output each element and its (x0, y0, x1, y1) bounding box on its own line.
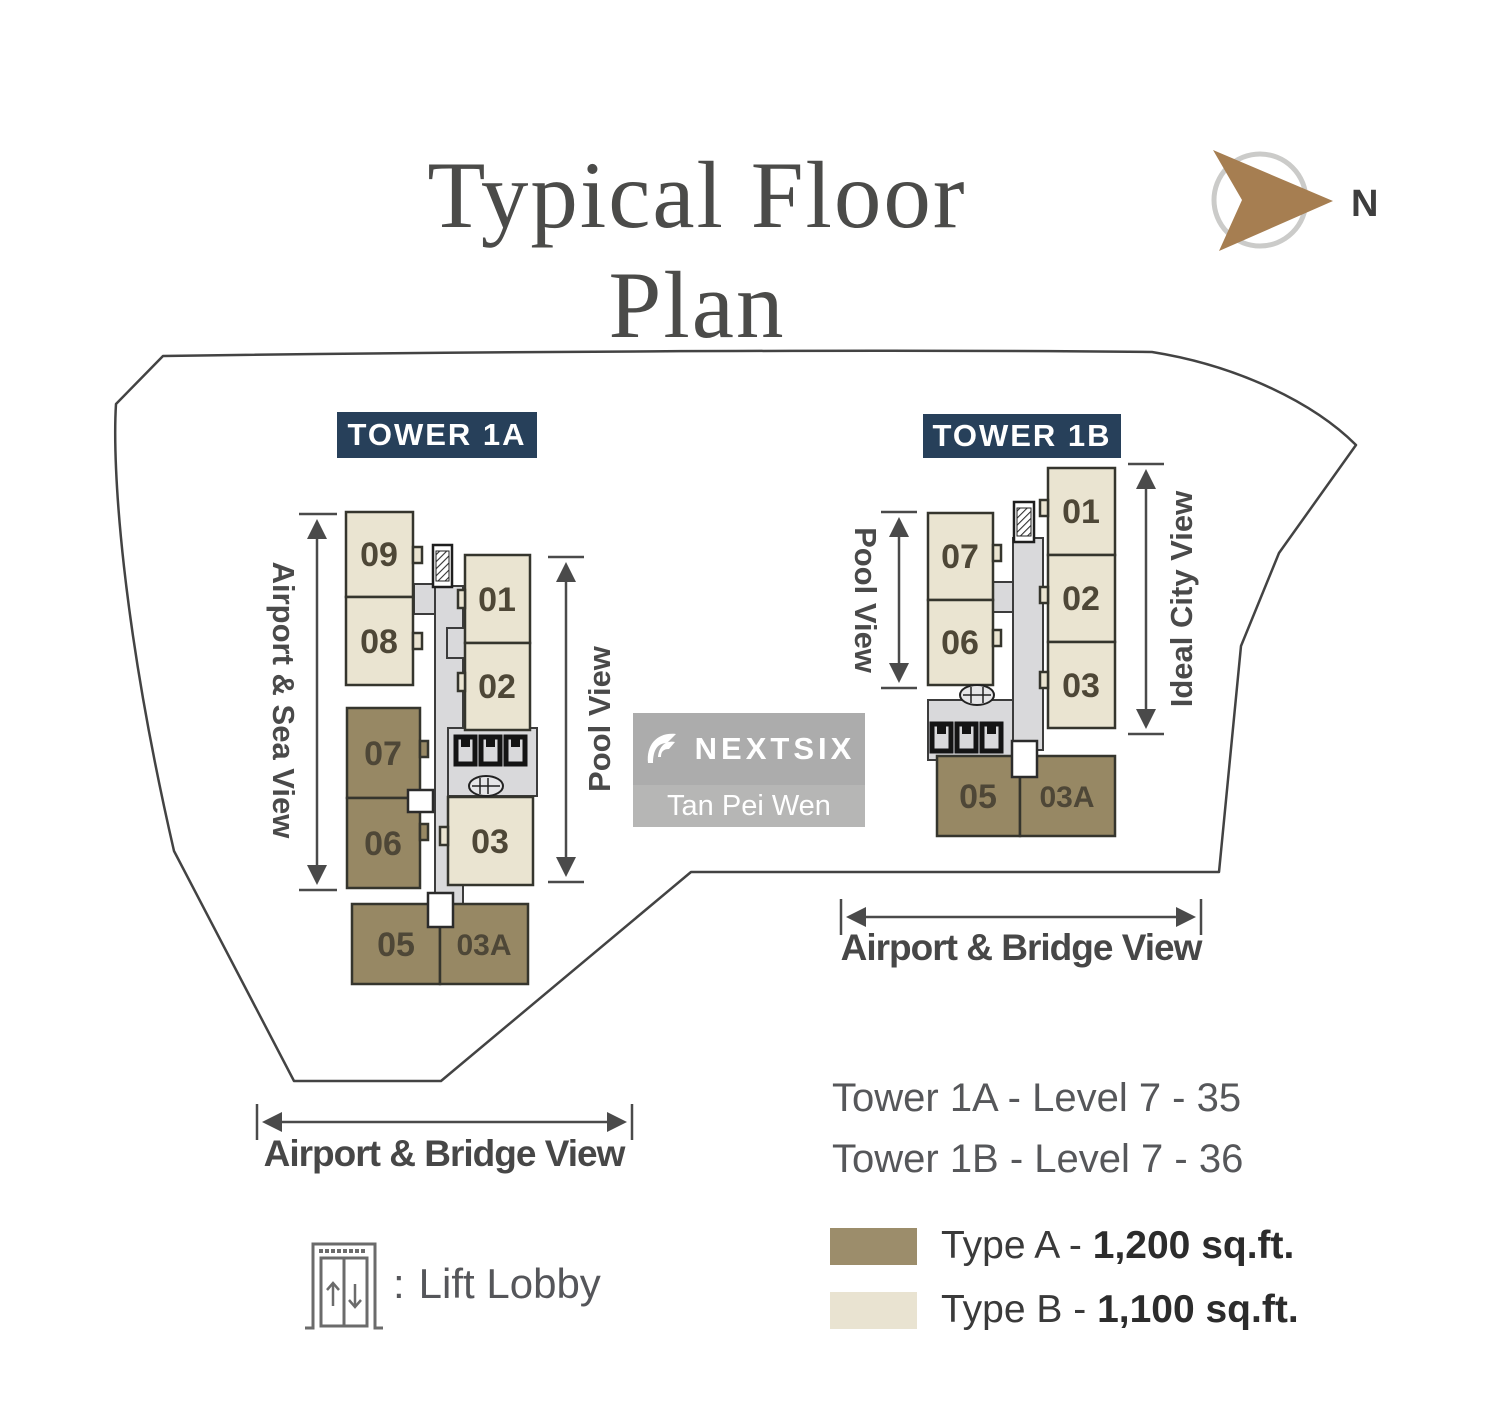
unit-1b-07-tab (991, 543, 1003, 563)
site-boundary (113, 349, 1358, 1083)
unit-1a-03a (438, 902, 530, 986)
nextsix-logo-icon (647, 733, 676, 763)
watermark-brand: NEXTSIX (694, 731, 856, 766)
north-label: N (1351, 183, 1378, 225)
unit-1a-07-tab (418, 739, 430, 759)
view-label-airport-bridge-1a: Airport & Bridge View (264, 1133, 626, 1174)
view-label-pool-1b: Pool View (848, 527, 883, 674)
unit-1b-03-tab (1038, 670, 1050, 690)
tower-1b-plan: 07 06 01 02 03 05 03A TOWER 1B (923, 414, 1121, 838)
unit-1b-02-tab (1038, 585, 1050, 605)
page-title: Typical Floor Plan (427, 142, 967, 358)
lift-lobby-legend: : Lift Lobby (303, 1236, 601, 1332)
unit-1a-01-tab (456, 588, 467, 610)
dim-1b-right: Ideal City View (1128, 462, 1199, 736)
elevator-bank-icon-1a (453, 734, 528, 767)
view-label-airport-bridge-1b: Airport & Bridge View (841, 927, 1203, 968)
unit-label: 01 (1062, 493, 1100, 531)
watermark-agent-row: Tan Pei Wen (633, 785, 865, 827)
dim-1a-bottom: Airport & Bridge View (255, 1104, 634, 1174)
unit-label: 03 (471, 823, 509, 861)
unit-label: 05 (377, 926, 415, 964)
legend-type-b: Type B - 1,100 sq.ft. (830, 1288, 1299, 1332)
unit-1a-01 (463, 553, 532, 645)
tower-1b-nameplate (923, 414, 1121, 458)
elevator-bank-icon-1b (929, 721, 1004, 754)
legend-type-b-label: Type B - (941, 1288, 1098, 1331)
dim-1a-right: Pool View (548, 555, 617, 884)
unit-1a-06-tab (418, 822, 430, 842)
view-label-pool-1a: Pool View (582, 645, 617, 792)
unit-label: 06 (364, 825, 402, 863)
unit-label: 02 (1062, 580, 1100, 618)
corridor-1a-jog (446, 627, 466, 659)
door-1a-bottom (426, 891, 455, 929)
watermark-agent: Tan Pei Wen (667, 789, 831, 822)
unit-label: 07 (941, 538, 979, 576)
north-compass: N (1211, 150, 1378, 251)
unit-1a-02-tab (456, 671, 467, 693)
legend-swatch-type-b (830, 1291, 917, 1329)
level-info: Tower 1A - Level 7 - 35 Tower 1B - Level… (832, 1068, 1243, 1190)
unit-1a-05 (350, 902, 442, 986)
dim-1b-bottom: Airport & Bridge View (839, 899, 1204, 968)
legend-type-a: Type A - 1,200 sq.ft. (830, 1224, 1294, 1268)
unit-label: 02 (478, 668, 516, 706)
tower-1a-nameplate (337, 412, 537, 458)
watermark-brand-row: NEXTSIX (633, 713, 865, 785)
dim-1b-left: Pool View (848, 510, 917, 690)
level-info-1a: Tower 1A - Level 7 - 35 (832, 1076, 1242, 1120)
stair-icon-1b (959, 684, 995, 706)
lift-lobby-icon (305, 1242, 383, 1330)
unit-label: 07 (364, 735, 402, 773)
unit-label: 08 (360, 623, 398, 661)
lift-lobby-colon: : (393, 1260, 405, 1307)
lift-lobby-label: Lift Lobby (418, 1260, 601, 1307)
unit-1a-02 (463, 641, 532, 732)
unit-label: 03A (1039, 781, 1094, 814)
unit-1b-03 (1046, 640, 1117, 730)
unit-label: 09 (360, 536, 398, 574)
lift-shaft-hatch-1a (435, 550, 450, 582)
north-arrow-icon (1213, 150, 1333, 251)
unit-1b-06-tab (991, 628, 1003, 648)
legend-type-b-text: Type B - 1,100 sq.ft. (941, 1288, 1299, 1332)
stair-icon-1a (468, 775, 504, 797)
tower-1a-name: TOWER 1A (347, 417, 526, 452)
door-1b-bottom (1010, 739, 1039, 779)
legend-type-a-size: 1,200 sq.ft. (1092, 1224, 1295, 1267)
dim-1a-left: Airport & Sea View (266, 512, 337, 892)
unit-1b-06 (926, 598, 995, 687)
unit-label: 03A (456, 929, 511, 962)
view-label-airport-sea: Airport & Sea View (266, 562, 301, 840)
tower-1a-plan: 09 08 01 02 07 06 03 05 03A TOWER 1A (337, 412, 538, 986)
unit-label: 01 (478, 581, 516, 619)
door-1a-mid (406, 788, 435, 814)
unit-1b-05 (935, 754, 1022, 838)
lift-shaft-hatch-1b (1016, 507, 1032, 537)
legend-type-a-text: Type A - 1,200 sq.ft. (941, 1224, 1294, 1268)
legend-swatch-type-a (830, 1227, 917, 1265)
unit-1a-03-tab (438, 825, 450, 847)
legend-type-b-size: 1,100 sq.ft. (1097, 1288, 1299, 1331)
unit-label: 05 (959, 778, 997, 816)
unit-1a-09-tab (411, 545, 424, 565)
unit-1a-08 (344, 595, 415, 687)
legend-type-a-label: Type A - (941, 1224, 1093, 1267)
corridor-1b-spine (1012, 537, 1044, 751)
unit-1a-08-tab (411, 631, 424, 651)
watermark: NEXTSIX Tan Pei Wen (633, 713, 865, 827)
corridor-1b-jog (992, 581, 1014, 613)
unit-label: 06 (941, 624, 979, 662)
view-label-ideal-city: Ideal City View (1164, 490, 1199, 707)
tower-1b-name: TOWER 1B (932, 418, 1111, 453)
unit-1b-01-tab (1038, 498, 1050, 518)
level-info-1b: Tower 1B - Level 7 - 36 (832, 1137, 1244, 1181)
unit-label: 03 (1062, 667, 1100, 705)
